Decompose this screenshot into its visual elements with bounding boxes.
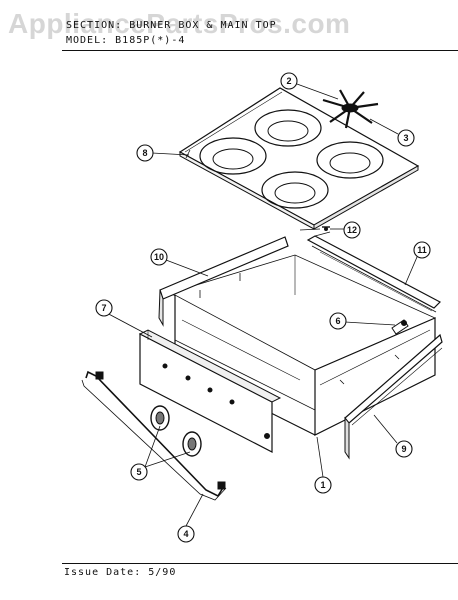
callout-4-label: 4 (183, 529, 188, 539)
callout-6-label: 6 (335, 316, 340, 326)
callout-7: 7 (95, 299, 113, 317)
callout-1: 1 (314, 476, 332, 494)
model-header: MODEL: B185P(*)-4 (66, 35, 185, 46)
callout-3-label: 3 (403, 133, 408, 143)
callout-8-label: 8 (142, 148, 147, 158)
callout-4: 4 (177, 525, 195, 543)
model-label: MODEL: (66, 35, 109, 46)
leader-lines (102, 83, 421, 527)
front-side-trim (344, 333, 443, 460)
gas-valve-right (182, 431, 202, 457)
top-divider (62, 50, 458, 51)
burner-grate (322, 89, 379, 129)
callout-1-label: 1 (320, 480, 325, 490)
screw-part (391, 319, 409, 335)
side-trim-right (306, 231, 441, 313)
watermark-text: AppliancePartsPros.com (8, 8, 351, 39)
model-value: B185P(*)-4 (115, 35, 186, 46)
callout-11-label: 11 (417, 245, 427, 255)
section-label: SECTION: (66, 20, 123, 31)
callout-10-label: 10 (154, 252, 164, 262)
callout-8: 8 (136, 144, 154, 162)
callout-10: 10 (150, 248, 168, 266)
gas-valve-left (150, 405, 170, 431)
callout-12: 12 (343, 221, 361, 239)
bottom-divider (62, 563, 458, 564)
callout-5: 5 (130, 463, 148, 481)
burner-opening-rear-left (254, 109, 322, 147)
burner-opening-rear-right (316, 141, 384, 179)
burner-opening-front-left (199, 137, 267, 175)
clip-part (322, 226, 330, 231)
callout-5-label: 5 (136, 467, 141, 477)
burner-opening-front-right (261, 171, 329, 209)
section-value: BURNER BOX & MAIN TOP (129, 20, 277, 31)
callout-9-label: 9 (401, 444, 406, 454)
callout-12-label: 12 (347, 225, 357, 235)
issue-date-label: Issue Date: (64, 567, 142, 578)
callout-7-label: 7 (101, 303, 106, 313)
section-header: SECTION: BURNER BOX & MAIN TOP (66, 20, 277, 31)
side-trim-left (158, 236, 289, 327)
issue-date-value: 5/90 (148, 567, 177, 578)
callout-11: 11 (413, 241, 431, 259)
callout-9: 9 (395, 440, 413, 458)
manifold-pipe (81, 370, 227, 501)
burner-box (168, 254, 436, 436)
callout-2: 2 (280, 72, 298, 90)
issue-date: Issue Date: 5/90 (64, 567, 176, 578)
callout-3: 3 (397, 129, 415, 147)
callout-2-label: 2 (286, 76, 291, 86)
main-top-panel (178, 87, 420, 231)
callout-6: 6 (329, 312, 347, 330)
control-panel (138, 329, 282, 453)
